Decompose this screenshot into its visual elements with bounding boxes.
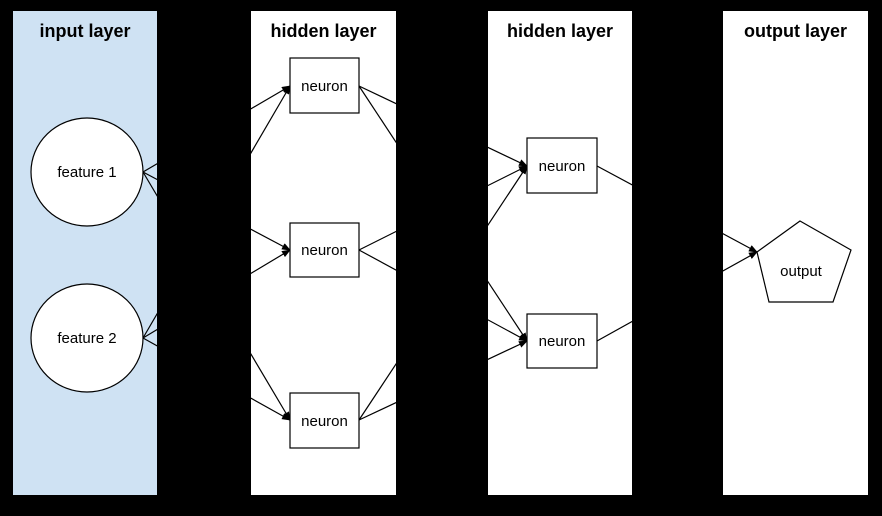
label-h1-neuron-3: neuron [301,413,348,430]
label-h1-neuron-1: neuron [301,78,348,95]
label-h2-neuron-1: neuron [539,158,586,175]
node-h1-neuron-2 [289,222,360,278]
title-hidden-layer-1: hidden layer [270,21,376,41]
label-h1-neuron-2: neuron [301,242,348,259]
title-hidden-layer-2: hidden layer [507,21,613,41]
node-output [756,220,852,303]
gap-cover-1 [157,0,251,516]
label-h2-neuron-2: neuron [539,333,586,350]
node-h1-neuron-1 [289,57,360,114]
panel-hidden-layer-2 [488,11,632,495]
gap-cover-2 [396,0,488,516]
label-output: output [780,263,823,280]
node-h1-neuron-3 [289,392,360,449]
title-input-layer: input layer [39,21,130,41]
node-feature-1 [30,117,144,227]
node-feature-2 [30,283,144,393]
title-output-layer: output layer [744,21,847,41]
node-h2-neuron-1 [526,137,598,194]
label-feature-1: feature 1 [57,164,116,181]
label-feature-2: feature 2 [57,330,116,347]
gap-cover-3 [632,0,723,516]
node-h2-neuron-2 [526,313,598,369]
panel-input-layer [13,11,157,495]
